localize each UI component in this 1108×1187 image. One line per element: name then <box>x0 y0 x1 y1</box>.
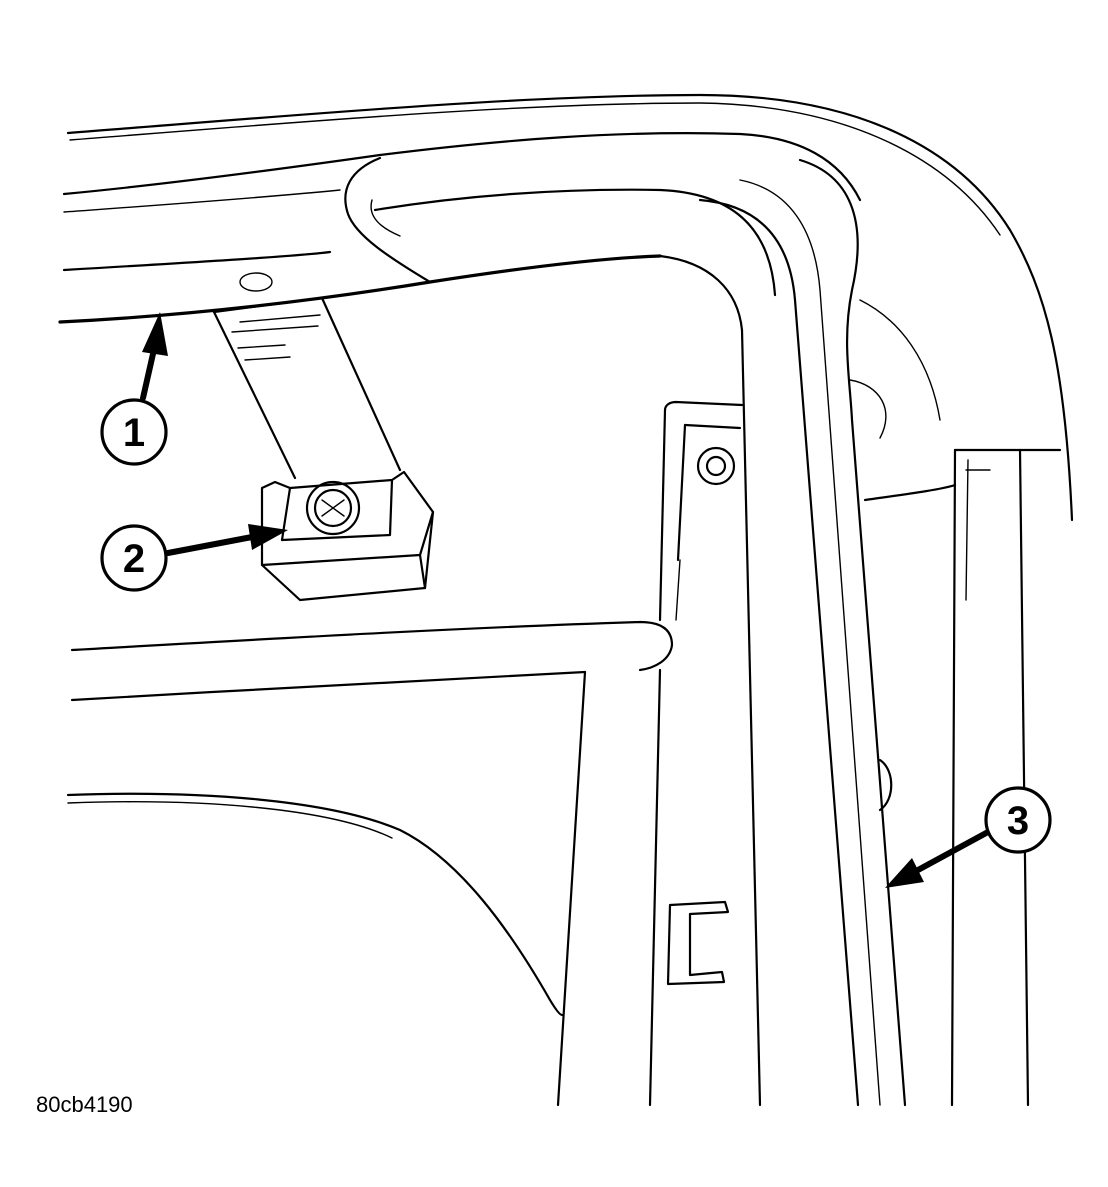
callout-1-number: 1 <box>123 411 145 455</box>
callout-1: 1 <box>100 312 168 466</box>
figure-id-label: 80cb4190 <box>36 1092 133 1117</box>
door-frame <box>863 448 1062 1107</box>
trim-panel <box>70 400 893 1107</box>
strap-bracket <box>212 296 402 480</box>
callout-3: 3 <box>885 786 1052 888</box>
roof-outer-edge <box>66 93 1074 522</box>
retainer-clip <box>260 470 435 602</box>
pillar-trim <box>658 158 941 1107</box>
callout-2: 2 <box>100 524 288 592</box>
callout-2-number: 2 <box>123 537 145 581</box>
roof-header-rail <box>58 132 862 324</box>
callout-3-number: 3 <box>1007 799 1029 843</box>
lower-curved-panel <box>66 792 564 1017</box>
